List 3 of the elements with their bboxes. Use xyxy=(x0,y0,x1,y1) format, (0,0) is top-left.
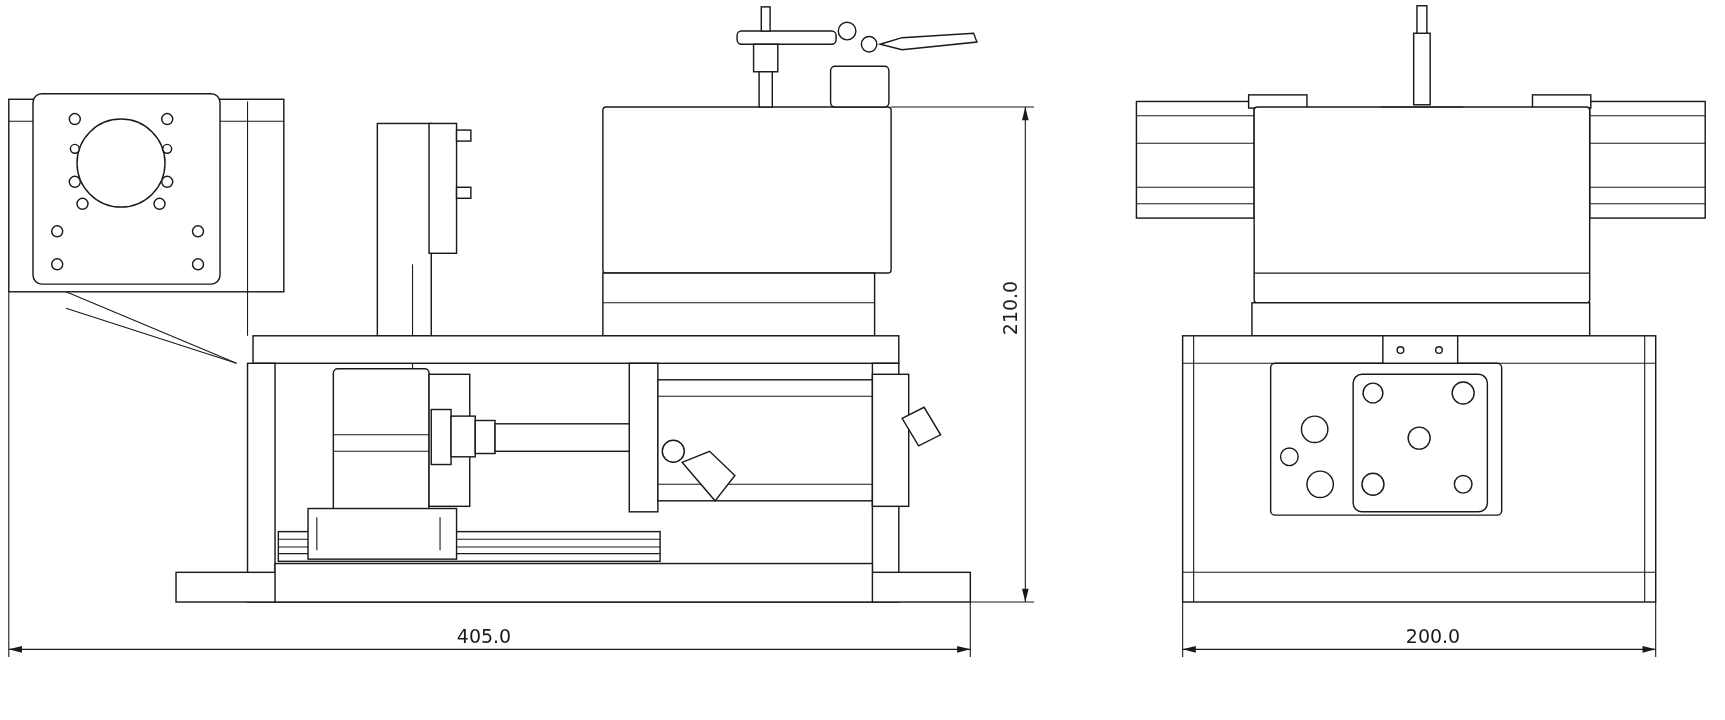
dimension-value: 200.0 xyxy=(1405,626,1461,646)
dimension-value: 210.0 xyxy=(1000,280,1020,336)
dimension-value: 405.0 xyxy=(456,626,512,646)
